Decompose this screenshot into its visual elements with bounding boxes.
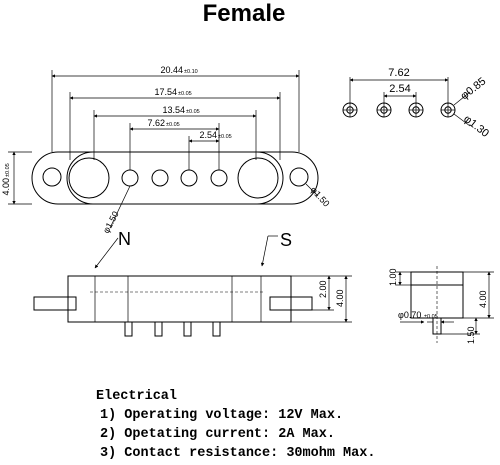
dim-outer-pins: 17.54 [154, 87, 177, 97]
pcb-dim-pad-hole: φ1.30 [461, 113, 491, 140]
end-dim-pin-len: 1.50 [466, 326, 476, 344]
pcb-dim-pitch: 2.54 [389, 83, 410, 95]
side-body [67, 275, 292, 323]
dim-overall: 20.44 [160, 65, 183, 75]
pin-3 [180, 169, 198, 187]
dim-inner-pins: 7.62 [147, 118, 165, 128]
magnet-left [68, 157, 110, 199]
side-pin-1 [124, 321, 133, 337]
dim-pitch-tol: ±0.05 [218, 134, 232, 140]
side-pin-2 [154, 321, 163, 337]
label-s: S [280, 230, 292, 250]
dim-overall-tol: ±0.10 [184, 69, 198, 75]
pin-1 [121, 169, 139, 187]
end-dim-pin-dia: φ0.70 [398, 310, 421, 320]
side-pin-4 [212, 321, 221, 337]
mount-hole-left [42, 167, 62, 187]
top-view-housing [66, 151, 284, 205]
end-view: 1.00 4.00 φ0.70 ±0.05 1.50 [388, 266, 494, 344]
dim-outer-pins-tol: ±0.05 [178, 91, 192, 97]
dim-height-tol: ±0.05 [5, 163, 11, 177]
notes-item-3: 3) Contact resistance: 30mohm Max. [100, 446, 375, 461]
pin-2 [151, 169, 169, 187]
side-view: N S 2.00 4.00 [33, 229, 352, 337]
end-dim-pin-dia-tol: ±0.05 [424, 314, 438, 320]
top-view: 20.44 ±0.10 17.54 ±0.05 13.54 ±0.05 7.62… [1, 65, 332, 235]
drawing-title: Female [203, 0, 286, 27]
end-view-pin [432, 317, 442, 335]
end-dim-top: 1.00 [388, 268, 398, 286]
mount-hole-right [289, 167, 309, 187]
pcb-pad-2 [376, 102, 392, 118]
dim-inner-pins-tol: ±0.05 [166, 122, 180, 128]
pcb-pad-4 [440, 102, 456, 118]
notes-heading: Electrical [96, 389, 177, 404]
dim-mid-pins: 13.54 [162, 105, 185, 115]
electrical-notes: Electrical 1) Operating voltage: 12V Max… [96, 389, 375, 461]
notes-item-1: 1) Operating voltage: 12V Max. [100, 408, 343, 423]
dim-pitch: 2.54 [199, 130, 217, 140]
dim-hole-right: φ1.50 [309, 185, 332, 209]
pcb-dim-pad-outer: φ0.85 [458, 75, 488, 102]
side-dim-h1: 2.00 [318, 280, 328, 298]
end-dim-height: 4.00 [478, 290, 488, 308]
pcb-footprint-view: 7.62 2.54 φ0.85 φ1.30 [342, 67, 491, 140]
pcb-pad-3 [408, 102, 424, 118]
side-pin-3 [183, 321, 192, 337]
dim-height: 4.00 [1, 178, 11, 196]
pcb-dim-span: 7.62 [388, 67, 409, 79]
notes-item-2: 2) Opetating current: 2A Max. [100, 427, 335, 442]
pcb-pad-1 [342, 102, 358, 118]
label-n: N [118, 229, 131, 249]
magnet-right [237, 157, 279, 199]
side-flange-left [33, 296, 77, 311]
pin-4 [210, 169, 228, 187]
dim-mid-pins-tol: ±0.05 [186, 109, 200, 115]
side-dim-h2: 4.00 [335, 289, 345, 307]
